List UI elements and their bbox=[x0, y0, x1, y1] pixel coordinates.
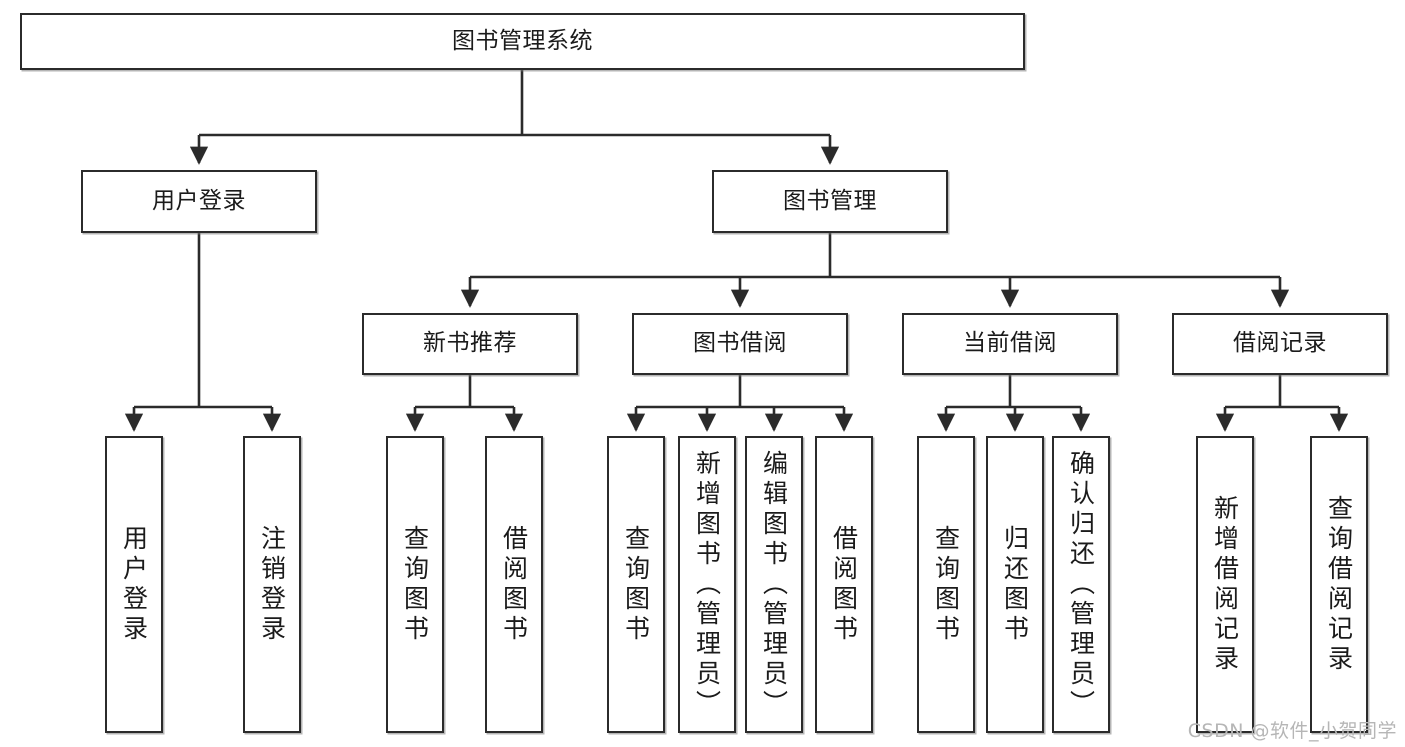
node-user-login[interactable]: 用户登录 bbox=[81, 170, 317, 233]
node-root-system[interactable]: 图书管理系统 bbox=[20, 13, 1025, 70]
leaf-user-login[interactable]: 用户登录 bbox=[105, 436, 163, 733]
leaf-return-book[interactable]: 归还图书 bbox=[986, 436, 1044, 733]
node-current-borrow[interactable]: 当前借阅 bbox=[902, 313, 1118, 375]
leaf-edit-book[interactable]: 编辑图书（管理员） bbox=[745, 436, 803, 733]
node-label: 借阅图书 bbox=[499, 524, 529, 645]
node-label: 用户登录 bbox=[119, 524, 149, 645]
leaf-query-book-2[interactable]: 查询图书 bbox=[607, 436, 665, 733]
node-label: 图书借阅 bbox=[693, 330, 787, 357]
node-label: 新书推荐 bbox=[423, 330, 517, 357]
node-label: 图书管理系统 bbox=[452, 27, 593, 54]
node-label: 借阅记录 bbox=[1233, 330, 1327, 357]
node-label: 图书管理 bbox=[783, 187, 877, 214]
leaf-query-book-3[interactable]: 查询图书 bbox=[917, 436, 975, 733]
node-label: 编辑图书（管理员） bbox=[759, 449, 789, 720]
leaf-borrow-book-1[interactable]: 借阅图书 bbox=[485, 436, 543, 733]
node-label: 查询图书 bbox=[931, 524, 961, 645]
node-label: 确认归还（管理员） bbox=[1066, 449, 1096, 720]
leaf-add-book[interactable]: 新增图书（管理员） bbox=[678, 436, 736, 733]
node-label: 借阅图书 bbox=[829, 524, 859, 645]
node-label: 归还图书 bbox=[1000, 524, 1030, 645]
node-label: 新增借阅记录 bbox=[1210, 494, 1240, 675]
node-book-borrow[interactable]: 图书借阅 bbox=[632, 313, 848, 375]
node-label: 当前借阅 bbox=[963, 330, 1057, 357]
leaf-query-borrow-record[interactable]: 查询借阅记录 bbox=[1310, 436, 1368, 733]
leaf-add-borrow-record[interactable]: 新增借阅记录 bbox=[1196, 436, 1254, 733]
leaf-borrow-book-2[interactable]: 借阅图书 bbox=[815, 436, 873, 733]
node-label: 用户登录 bbox=[152, 187, 246, 214]
node-label: 查询图书 bbox=[400, 524, 430, 645]
node-new-book-recommend[interactable]: 新书推荐 bbox=[362, 313, 578, 375]
leaf-query-book-1[interactable]: 查询图书 bbox=[386, 436, 444, 733]
leaf-confirm-return[interactable]: 确认归还（管理员） bbox=[1052, 436, 1110, 733]
node-label: 查询图书 bbox=[621, 524, 651, 645]
node-book-management[interactable]: 图书管理 bbox=[712, 170, 948, 233]
node-label: 新增图书（管理员） bbox=[692, 449, 722, 720]
node-label: 查询借阅记录 bbox=[1324, 494, 1354, 675]
node-label: 注销登录 bbox=[257, 524, 287, 645]
node-borrow-record[interactable]: 借阅记录 bbox=[1172, 313, 1388, 375]
leaf-logout-login[interactable]: 注销登录 bbox=[243, 436, 301, 733]
